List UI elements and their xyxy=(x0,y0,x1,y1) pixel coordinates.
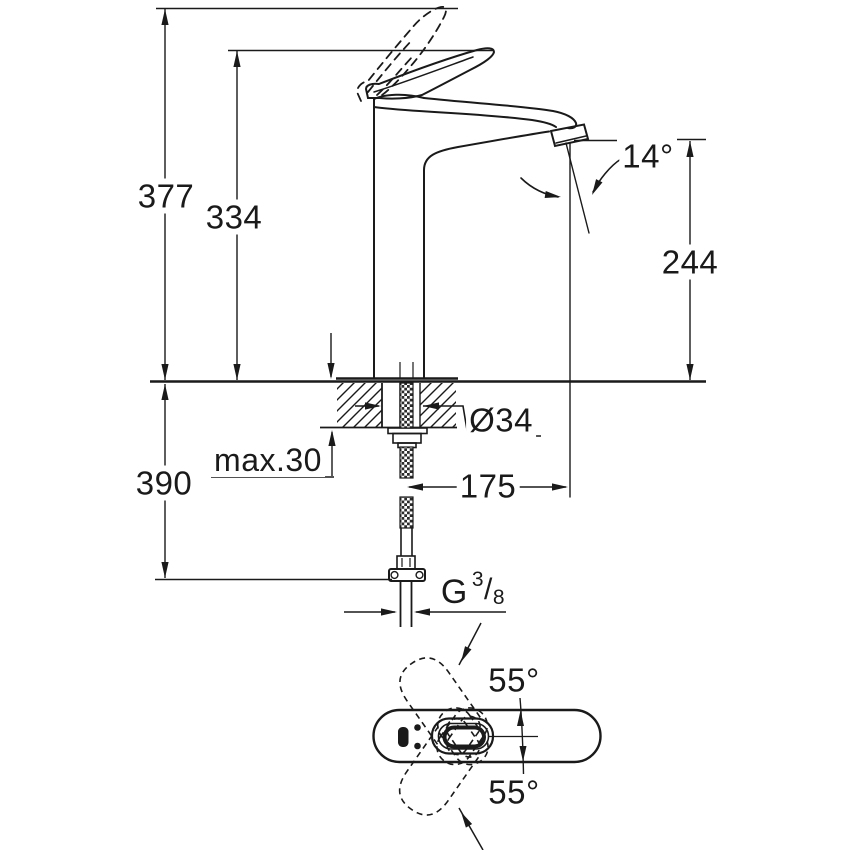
dim-max-deck-thickness-label: max.30 xyxy=(211,443,325,477)
supply-hose xyxy=(388,382,426,627)
dim-swivel-angle-down-label: 55° xyxy=(485,774,543,810)
counter-section xyxy=(150,362,706,449)
thread-letter: G xyxy=(440,573,468,611)
handle-top-view xyxy=(372,622,602,850)
dim-total-height-label: 377 xyxy=(134,178,198,214)
dim-stream-angle-label: 14° xyxy=(619,138,677,174)
handle-swung-up-dashed xyxy=(398,707,489,816)
lever-raised-dashed xyxy=(356,5,447,102)
dim-outlet-height-label: 244 xyxy=(658,244,722,280)
dimension-lines xyxy=(155,7,706,613)
thread-numerator: 3 xyxy=(471,568,485,591)
thread-separator: / xyxy=(484,573,493,606)
dim-swivel-angle-up-label: 55° xyxy=(485,662,543,698)
dim-hole-diameter-label: Ø34 xyxy=(466,402,536,438)
dim-below-deck-length-label: 390 xyxy=(132,465,196,501)
dim-lever-top-height-label: 334 xyxy=(202,199,266,235)
thread-denominator: 8 xyxy=(492,586,506,609)
dim-thread-size-label: G 3 / 8 xyxy=(437,569,509,611)
dim-spout-reach-label: 175 xyxy=(456,468,520,504)
